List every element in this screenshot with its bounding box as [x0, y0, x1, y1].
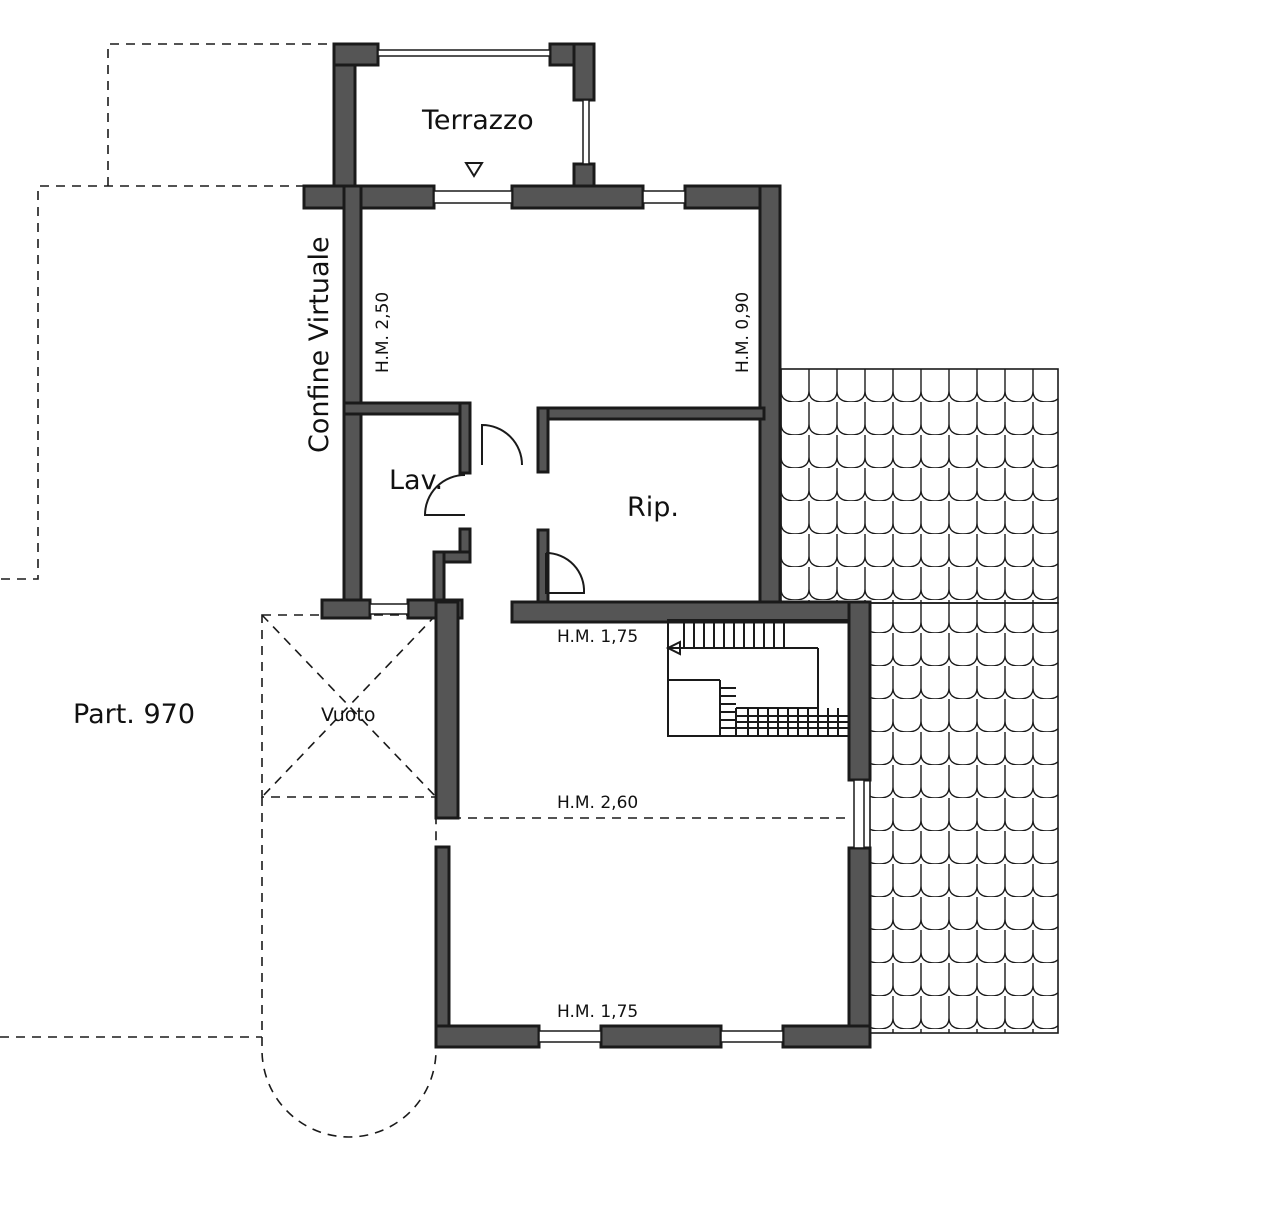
windows: [369, 49, 865, 1043]
void-label: Vuoto: [321, 704, 375, 726]
height-label-bottom: H.M. 1,75: [557, 1002, 638, 1022]
staircase: [667, 619, 850, 737]
room-label-rip: Rip.: [627, 492, 679, 523]
room-label-lav: Lav.: [389, 465, 443, 496]
parcel-label: Part. 970: [73, 699, 195, 730]
height-label-left: H.M. 2,50: [373, 292, 393, 373]
height-label-stair: H.M. 1,75: [557, 627, 638, 647]
room-label-terrazzo: Terrazzo: [421, 105, 534, 136]
terrace-marker-icon: [464, 162, 484, 178]
height-label-right: H.M. 0,90: [733, 292, 753, 373]
roof-tiles: [780, 368, 1059, 1034]
boundary-label: Confine Virtuale: [304, 236, 335, 453]
balcony-outline: [261, 797, 437, 1138]
doors: [423, 423, 586, 594]
property-boundary: [0, 43, 335, 1038]
height-label-mid: H.M. 2,60: [557, 793, 638, 813]
stair-arrow-icon: [665, 640, 681, 656]
walls: [302, 42, 872, 1049]
